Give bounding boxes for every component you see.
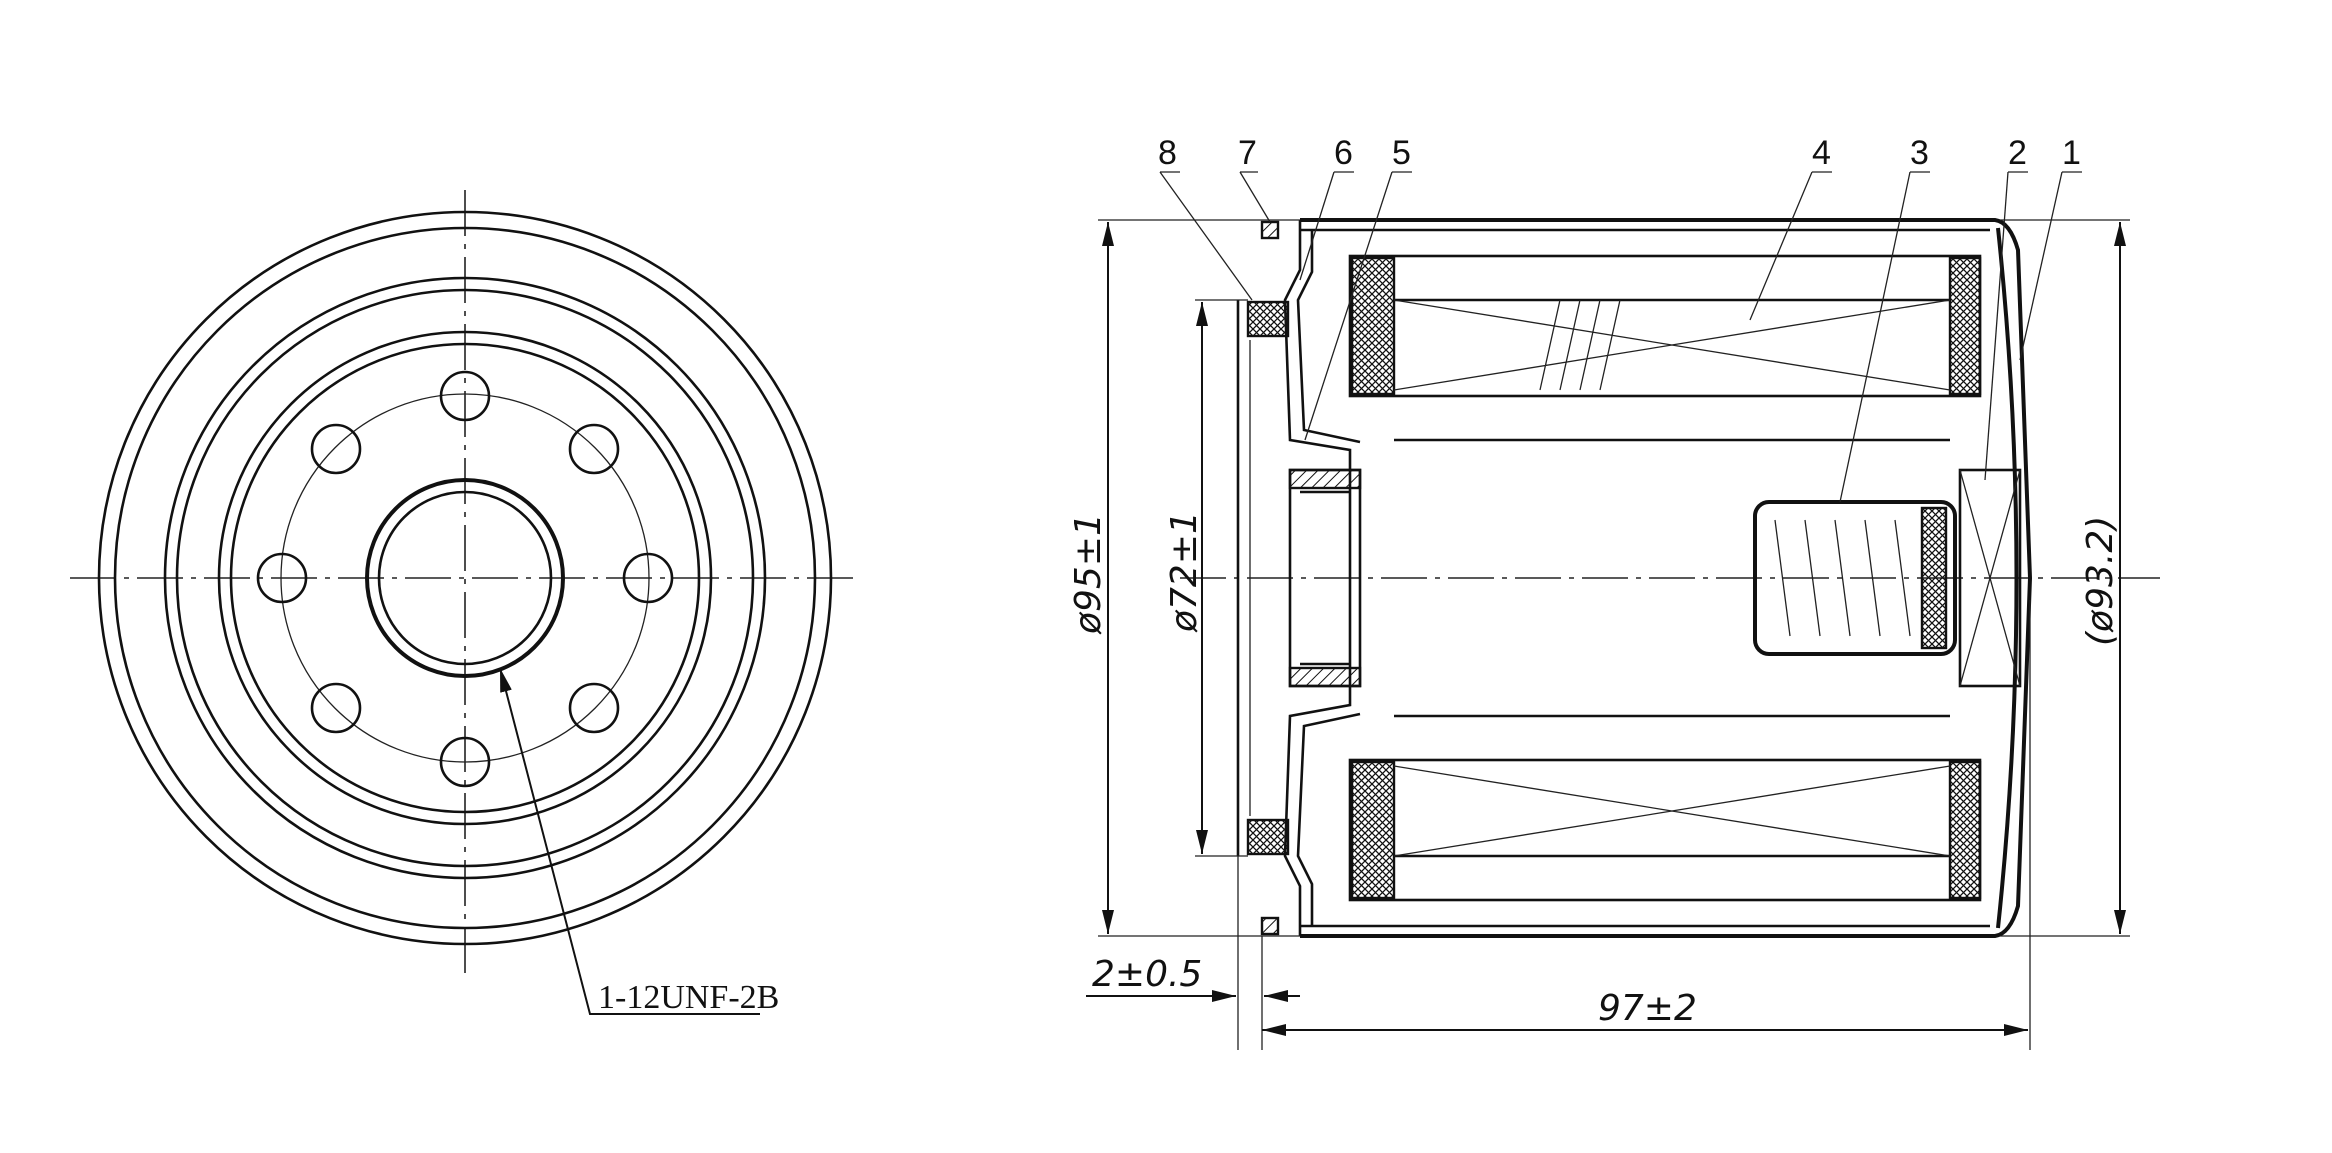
- overall-length-label: 97±2: [1598, 988, 1697, 1029]
- gasket-offset-label: 2±0.5: [1092, 954, 1202, 995]
- filter-media-pattern: [1393, 299, 1951, 391]
- seal-ring-bottom: [1260, 916, 1280, 936]
- inlet-hole: [568, 682, 620, 734]
- end-cap-top-left: [1350, 256, 1396, 396]
- section-view: 8 7 6 5 4 3 2 1 ø95±1 ø72±1 (ø93.2) 2±0.…: [1068, 134, 2160, 1050]
- leader-part-8: [1159, 171, 1253, 301]
- valve-plate-cross: [1959, 469, 2021, 687]
- inlet-hole: [256, 552, 308, 604]
- housing-inner-wall: [1300, 228, 1990, 928]
- inlet-hole: [439, 370, 491, 422]
- housing-dome-end: [1996, 227, 2019, 929]
- outer-diameter-label: ø95±1: [1068, 513, 1109, 635]
- spring-coil: [1774, 519, 1911, 637]
- inlet-hole: [622, 552, 674, 604]
- gasket-inner-circle-2: [229, 342, 701, 814]
- nipple-wall: [1288, 468, 1362, 490]
- part-label-7: 7: [1238, 134, 1257, 172]
- filter-element-top: [1348, 254, 1982, 398]
- nipple-wall: [1288, 666, 1362, 688]
- leader-part-3: [1839, 171, 1911, 503]
- inlet-hole: [310, 423, 362, 475]
- thread-label: 1-12UNF-2B: [598, 979, 779, 1016]
- baseplate: [1283, 220, 1352, 936]
- housing-can: [1300, 218, 2033, 938]
- leader-part-5: [1304, 171, 1393, 441]
- leader-part-2: [1984, 171, 2009, 481]
- end-cap-bottom-left: [1350, 760, 1396, 900]
- threaded-bore-inner: [377, 490, 553, 666]
- end-view: 1-12UNF-2B: [70, 190, 860, 1016]
- leader-part-7: [1239, 171, 1271, 223]
- gasket-inner-circle: [217, 330, 713, 826]
- bolt-circle: [280, 393, 650, 763]
- bypass-valve-housing: [1753, 500, 1957, 656]
- part-label-5: 5: [1392, 134, 1411, 172]
- gasket-outer-circle: [163, 276, 767, 880]
- body-diameter-label: (ø93.2): [2080, 516, 2121, 646]
- valve-seat: [1920, 506, 1948, 650]
- end-cap-bottom-right: [1948, 760, 1982, 900]
- part-label-3: 3: [1910, 134, 1929, 172]
- inlet-hole: [568, 423, 620, 475]
- filter-media-pattern: [1393, 765, 1951, 857]
- inlet-hole: [439, 736, 491, 788]
- thread-leader: [499, 667, 760, 1015]
- gasket-diameter-label: ø72±1: [1164, 511, 1205, 633]
- threaded-bore-outer: [365, 478, 565, 678]
- gasket-section-bottom: [1246, 818, 1290, 856]
- part-label-8: 8: [1158, 134, 1177, 172]
- gasket-outer-circle-2: [175, 288, 755, 868]
- end-cap-top-right: [1948, 256, 1982, 396]
- part-label-1: 1: [2062, 134, 2081, 172]
- leader-part-4: [1749, 171, 1813, 321]
- leader-part-1: [2019, 171, 2063, 361]
- housing-rim-circle: [113, 226, 817, 930]
- part-label-4: 4: [1812, 134, 1831, 172]
- baseplate-inner: [1296, 230, 1361, 926]
- part-label-6: 6: [1334, 134, 1353, 172]
- part-label-2: 2: [2008, 134, 2027, 172]
- housing-outer-circle: [97, 210, 833, 946]
- seal-ring-top: [1260, 220, 1280, 240]
- leader-part-6: [1299, 171, 1335, 281]
- valve-plate: [1958, 468, 2022, 688]
- filter-element-bottom: [1348, 758, 1982, 902]
- inlet-hole: [310, 682, 362, 734]
- gasket-section-top: [1246, 300, 1290, 338]
